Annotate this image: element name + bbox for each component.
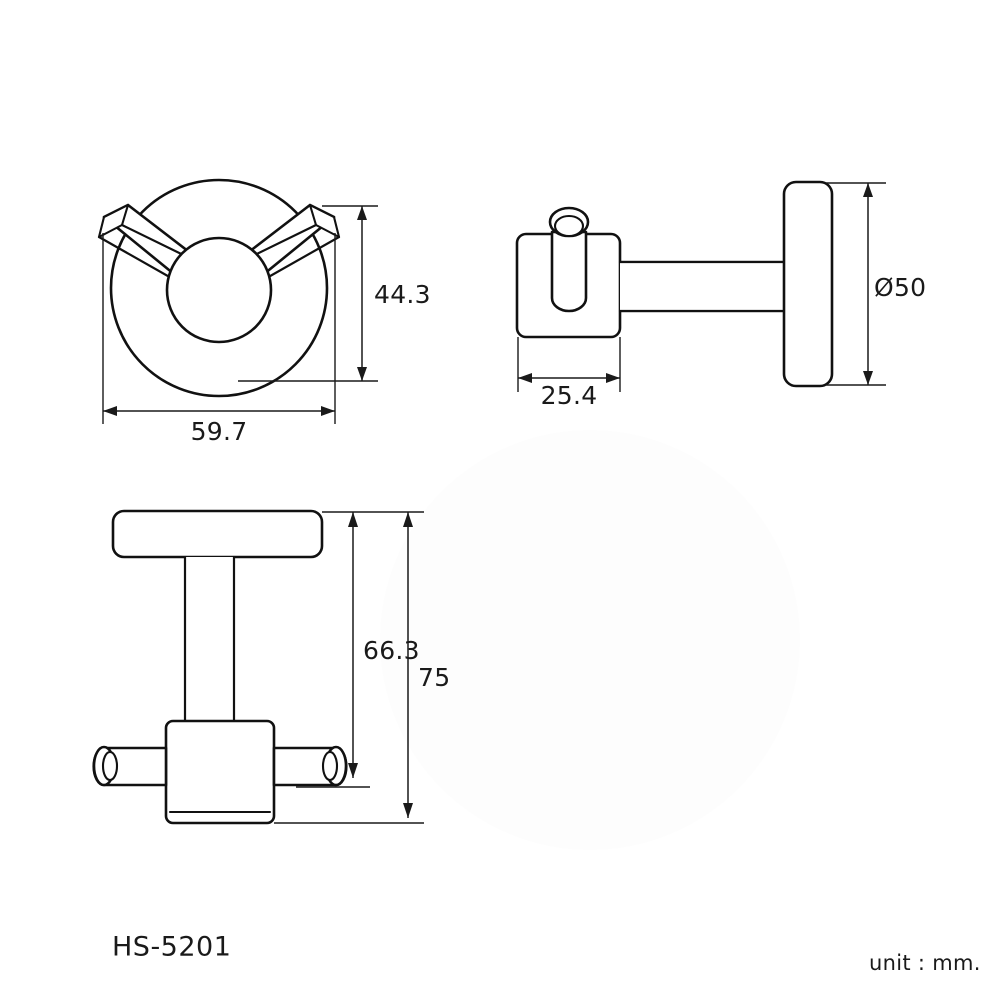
top-view-wall-plate: [111, 509, 324, 559]
side-view-arm-cylinder: [550, 230, 588, 313]
dim-dia-arrow-top: [863, 183, 873, 197]
top-view-body-block: [164, 719, 276, 825]
unit-note-label: unit : mm.: [869, 951, 981, 975]
dimension-overall-width-value: 59.7: [191, 417, 248, 446]
top-view-right-arm-rim-inner: [321, 750, 339, 782]
dim-dia-arrow-bottom: [863, 371, 873, 385]
side-view: 25.4 Ø50: [515, 180, 926, 410]
dimension-overall-length-graphic: 75: [274, 512, 450, 824]
top-view: 66.3 75: [92, 509, 450, 825]
dim-height-arrow-bottom: [357, 367, 367, 381]
top-view-stem-fill: [185, 557, 234, 723]
side-view-stem-fill: [620, 262, 790, 311]
front-view: 59.7 44.3: [97, 178, 431, 446]
dim-width-arrow-right: [321, 406, 335, 416]
top-view-left-arm-rim-inner: [101, 750, 119, 782]
dim-663-arrow-top: [348, 512, 358, 527]
dim-663-arrow-bottom: [348, 763, 358, 778]
dimension-arm-centre-length-value: 66.3: [363, 636, 420, 665]
dimension-body-depth-value: 25.4: [541, 381, 598, 410]
dim-depth-arrow-left: [518, 373, 532, 383]
dim-75-arrow-bottom: [403, 803, 413, 818]
dimension-body-depth-graphic: 25.4: [517, 337, 621, 410]
side-view-arm-cylinder-rim-inner: [553, 214, 585, 238]
side-view-wall-plate: [782, 180, 834, 388]
dimension-arm-centre-length-graphic: 66.3: [296, 511, 424, 788]
dimension-overall-width-graphic: 59.7: [102, 233, 336, 446]
dimension-plate-diameter-value: Ø50: [874, 273, 926, 302]
dimension-overall-length-value: 75: [418, 663, 450, 692]
front-view-centre-boss: [165, 236, 273, 344]
dim-height-arrow-top: [357, 206, 367, 220]
dimension-overall-height-graphic: 44.3: [238, 205, 431, 382]
dim-75-arrow-top: [403, 512, 413, 527]
dim-depth-arrow-right: [606, 373, 620, 383]
model-code-label: HS-5201: [112, 931, 232, 963]
dim-width-arrow-left: [103, 406, 117, 416]
dimension-overall-height-value: 44.3: [374, 280, 431, 309]
dimension-plate-diameter-graphic: Ø50: [826, 182, 926, 386]
